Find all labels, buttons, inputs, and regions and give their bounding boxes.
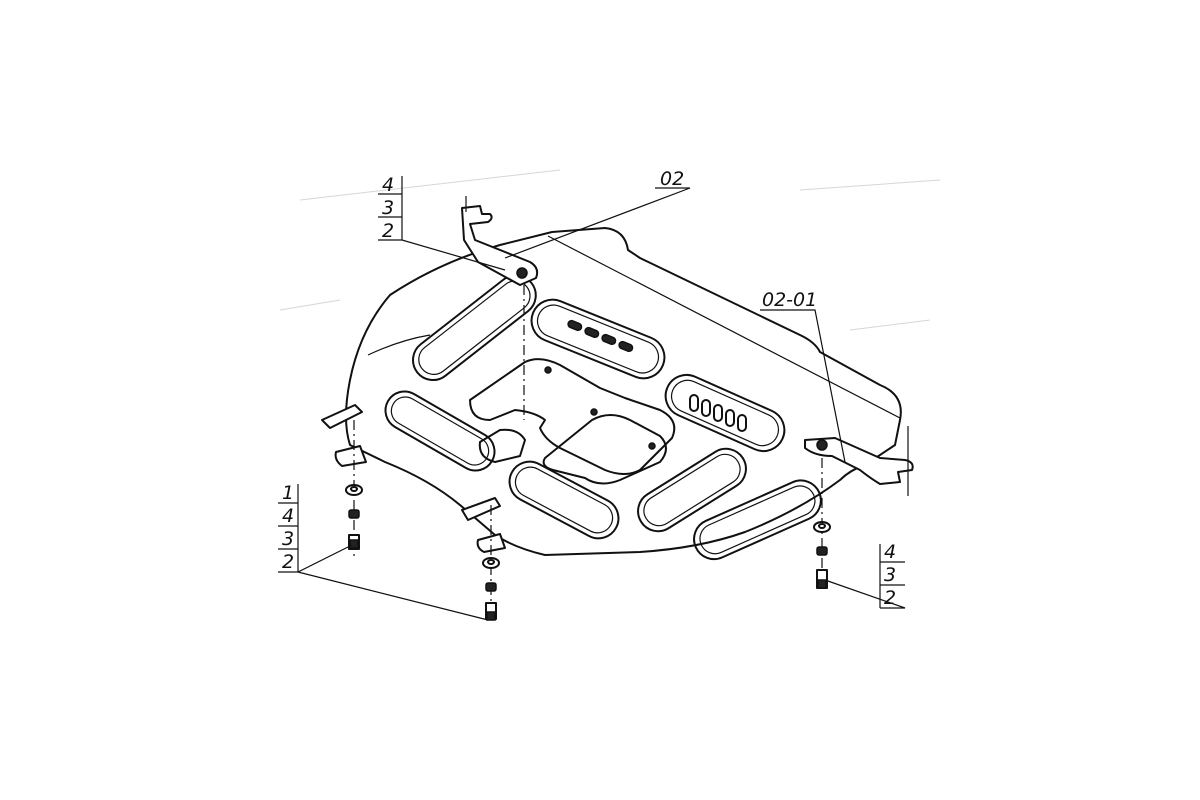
fasteners [345, 484, 831, 621]
callout-cover-label: 02 [660, 168, 684, 190]
front-tabs [321, 404, 506, 553]
callout-bottom-right-2: 3 [884, 564, 896, 586]
callout-top-left-2: 3 [382, 197, 394, 219]
callout-bottom-left-3: 3 [282, 528, 294, 550]
right-bracket [804, 426, 914, 496]
callout-bottom-left-4: 2 [282, 551, 294, 573]
callout-bottom-left-2: 4 [282, 505, 294, 527]
background-guides [279, 169, 941, 331]
rear-left-bracket [461, 196, 539, 286]
callout-bottom-left-1: 1 [282, 482, 294, 504]
callout-stack-bottom-right: 4 3 2 [879, 541, 905, 609]
cover-plate [345, 227, 902, 561]
callout-bottom-right-1: 4 [884, 541, 896, 563]
callout-stack-top-left: 4 3 2 [378, 174, 403, 242]
callout-cover: 02 [660, 168, 684, 190]
callout-right-bracket: 02-01 [762, 289, 817, 311]
callout-bottom-right-3: 2 [884, 587, 896, 609]
callout-stack-bottom-left: 1 4 3 2 [278, 482, 299, 573]
callout-top-left-3: 2 [382, 220, 394, 242]
callout-right-bracket-label: 02-01 [762, 289, 817, 311]
callout-top-left-1: 4 [382, 174, 394, 196]
